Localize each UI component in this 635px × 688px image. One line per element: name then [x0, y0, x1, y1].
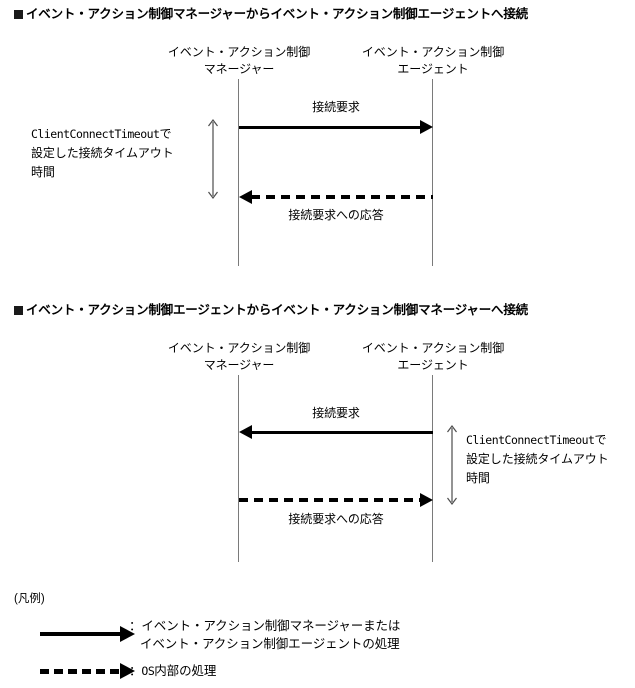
timeout-text-line1: ClientConnectTimeoutで [466, 431, 609, 450]
section-2-lifeline-agent [432, 375, 433, 562]
section-1-message-2-arrow [239, 190, 433, 204]
section-1-message-2-label: 接続要求への応答 [288, 208, 384, 222]
section-2-heading-text: イベント・アクション制御エージェントからイベント・アクション制御マネージャーへ接… [26, 303, 528, 317]
arrow-head-left-icon [239, 190, 252, 204]
section-1-message-1-label: 接続要求 [312, 100, 360, 114]
timeout-param-name: ClientConnectTimeout [466, 433, 595, 447]
legend-entry-2-text: ：OS内部の処理 [129, 662, 216, 680]
timeout-text-line3: 時間 [466, 471, 490, 485]
section-1-timeout-text: ClientConnectTimeoutで 設定した接続タイムアウト 時間 [31, 125, 174, 182]
section-2-participant-agent: イベント・アクション制御 エージェント [333, 340, 533, 374]
timeout-text-line1-tail: で [594, 433, 607, 447]
participant-label-line1: イベント・アクション制御 [167, 45, 311, 59]
arrow-head-right-icon [120, 626, 135, 642]
legend-entry-2-line1: ：OS内部の処理 [129, 662, 216, 680]
section-2-message-1-label: 接続要求 [312, 406, 360, 420]
legend-entry-2-os-token: OS [141, 664, 155, 678]
arrow-shaft [251, 430, 433, 434]
arrow-head-right-icon [420, 493, 433, 507]
section-1-lifeline-manager [238, 79, 239, 266]
section-2-message-2-arrow [239, 493, 433, 507]
heading-square-marker [14, 10, 23, 19]
arrow-shaft [40, 668, 122, 674]
arrow-shaft [239, 498, 421, 502]
timeout-param-name: ClientConnectTimeout [31, 127, 160, 141]
legend-entry-1-arrow [40, 626, 135, 642]
section-2-lifeline-manager [238, 375, 239, 562]
section-1-participant-agent: イベント・アクション制御 エージェント [333, 44, 533, 78]
participant-label-line2: エージェント [397, 358, 469, 372]
section-2-timeout-text: ClientConnectTimeoutで 設定した接続タイムアウト 時間 [466, 431, 609, 488]
legend-entry-1-line1: ：イベント・アクション制御マネージャーまたは [129, 619, 401, 633]
section-1-heading: イベント・アクション制御マネージャーからイベント・アクション制御エージェントへ接… [14, 8, 528, 21]
participant-label-line2: エージェント [397, 62, 469, 76]
section-2-timeout-measure [445, 424, 459, 506]
section-2-message-2-label: 接続要求への応答 [288, 512, 384, 526]
section-1-participant-manager: イベント・アクション制御 マネージャー [139, 44, 339, 78]
section-1-lifeline-agent [432, 79, 433, 266]
timeout-text-line1: ClientConnectTimeoutで [31, 125, 174, 144]
legend-entry-1-line2: イベント・アクション制御エージェントの処理 [140, 637, 400, 651]
arrow-head-right-icon [420, 120, 433, 134]
section-1-heading-text: イベント・アクション制御マネージャーからイベント・アクション制御エージェントへ接… [26, 7, 528, 21]
legend-entry-1-text: ：イベント・アクション制御マネージャーまたは イベント・アクション制御エージェン… [129, 617, 400, 653]
participant-label-line1: イベント・アクション制御 [167, 341, 311, 355]
participant-label-line2: マネージャー [203, 62, 275, 76]
timeout-text-line3: 時間 [31, 165, 55, 179]
legend-entry-2-arrow [40, 663, 135, 679]
section-1-message-1-arrow [239, 120, 433, 134]
participant-label-line1: イベント・アクション制御 [361, 45, 505, 59]
legend-title: (凡例) [14, 593, 45, 605]
arrow-head-left-icon [239, 425, 252, 439]
section-2-heading: イベント・アクション制御エージェントからイベント・アクション制御マネージャーへ接… [14, 304, 528, 317]
participant-label-line1: イベント・アクション制御 [361, 341, 505, 355]
legend-entry-2-prefix: ： [129, 664, 142, 678]
section-1-timeout-measure [206, 118, 220, 200]
timeout-text-line2: 設定した接続タイムアウト [466, 452, 609, 466]
timeout-text-line2: 設定した接続タイムアウト [31, 146, 174, 160]
arrow-head-right-icon [120, 663, 135, 679]
heading-square-marker [14, 306, 23, 315]
arrow-shaft [239, 125, 421, 129]
section-2-participant-manager: イベント・アクション制御 マネージャー [139, 340, 339, 374]
legend-entry-2-suffix: 内部の処理 [154, 664, 217, 678]
participant-label-line2: マネージャー [203, 358, 275, 372]
arrow-shaft [40, 632, 122, 636]
timeout-text-line1-tail: で [159, 127, 172, 141]
arrow-shaft [251, 195, 433, 199]
section-2-message-1-arrow [239, 425, 433, 439]
